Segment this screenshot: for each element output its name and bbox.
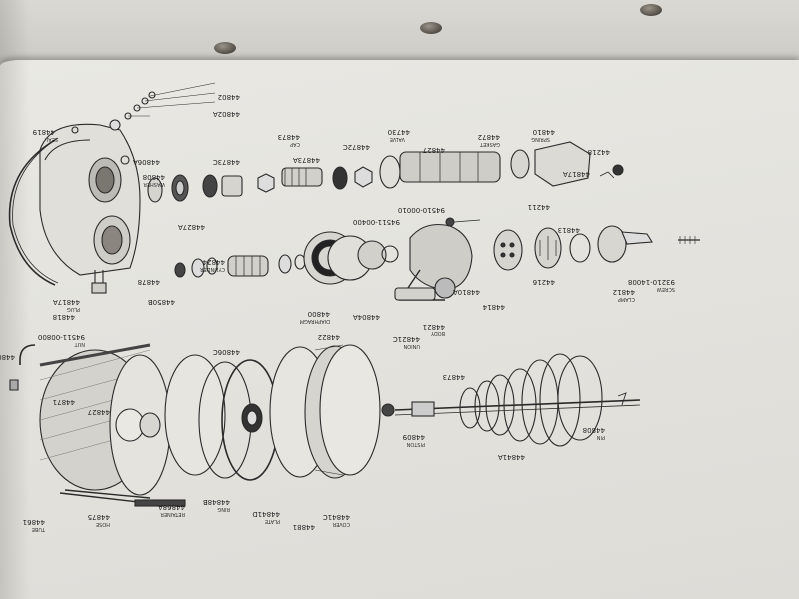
label-44808-right: 44808 [583, 426, 605, 434]
piston-plates-drawing [269, 344, 395, 479]
caption-tube: TUBE [32, 526, 46, 532]
o-ring-inner-line [12, 137, 59, 284]
label-44804A: 44804A [353, 313, 380, 321]
label-44850B: 44850B [148, 298, 175, 306]
caption-cover: COVER [332, 521, 350, 527]
label-44841D: 44841D [252, 510, 280, 518]
label-44817A: 44817A [563, 170, 590, 178]
caption-gasket: GASKET [479, 141, 500, 147]
caption-screw: SCREW [657, 286, 675, 292]
label-44819: 44819 [33, 128, 55, 136]
label-44822: 44822 [318, 333, 340, 341]
caption-body: BODY [430, 330, 445, 336]
label-44848B: 44848B [203, 498, 230, 506]
caption-pin: PIN [597, 434, 605, 440]
label-44817A-left: 44817A [53, 298, 80, 306]
binding-rivet-4 [640, 4, 662, 16]
caption-washer: WASHER [143, 181, 165, 187]
label-44868A: 44868A [158, 503, 185, 511]
label-44873A: 44873A [293, 156, 320, 164]
label-44818: 44818 [53, 313, 75, 321]
label-44827-lower: 44827 [88, 408, 110, 416]
label-44810: 44810 [533, 128, 555, 136]
label-44873-lower: 44873 [443, 373, 465, 381]
label-44813: 44813 [558, 226, 580, 234]
caption-cylinder: CYLINDER [200, 266, 225, 272]
screw-stack-drawing [109, 82, 216, 131]
label-44821C: 44821C [393, 335, 420, 343]
middle-row-parts-drawing [174, 217, 700, 301]
label-44841A: 44841A [498, 453, 525, 461]
caption-ring: RING [217, 506, 230, 512]
label-44872C: 44872C [343, 143, 370, 151]
label-94510-00010: 94510-00010 [398, 206, 445, 214]
page-binding-shadow [0, 0, 30, 599]
label-44872: 44872 [478, 133, 500, 141]
label-44814: 44814 [482, 303, 505, 311]
label-44810A: 44810A [453, 288, 480, 296]
label-44808: 44808 [143, 173, 165, 181]
label-44809: 44809 [403, 433, 425, 441]
label-93210-14008: 93210-14008 [628, 278, 675, 286]
label-44216: 44216 [532, 278, 555, 286]
retainer-rings-drawing [164, 354, 279, 481]
label-44881: 44881 [293, 523, 315, 531]
manual-page [0, 60, 799, 599]
label-44827A: 44827A [178, 223, 205, 231]
label-44878: 44878 [138, 278, 160, 286]
label-44218: 44218 [588, 148, 610, 156]
caption-hose: HOSE [96, 521, 110, 527]
label-44806C: 44806C [213, 348, 240, 356]
label-44211: 44211 [528, 203, 550, 211]
label-44873: 44873 [278, 133, 300, 141]
label-44821: 44821 [423, 323, 445, 331]
cylinder-tube-drawing [9, 343, 186, 507]
label-44800: 44800 [308, 310, 330, 318]
label-layer: 44819 44802 44802A 44806A 44808 44827A 4… [0, 93, 675, 532]
label-44812: 44812 [613, 288, 635, 296]
caption-seal: SEAL [45, 136, 58, 142]
upper-shaft-parts-drawing [147, 141, 624, 203]
label-44806A: 44806A [133, 158, 160, 166]
label-94511-00400: 94511-00400 [353, 218, 400, 226]
label-44875: 44875 [88, 513, 110, 521]
label-44802: 44802 [218, 93, 240, 101]
caption-clamp: CLAMP [618, 296, 635, 302]
label-94511-00800: 94511-00800 [38, 333, 85, 341]
caption-retainer: RETAINER [160, 511, 185, 517]
valve-body-housing-drawing [39, 123, 141, 294]
caption-piston: PISTON [406, 441, 425, 447]
label-44824: 44824 [202, 258, 225, 266]
o-ring-drawing [8, 139, 56, 286]
caption-union: UNION [403, 343, 420, 349]
rod-and-springs-drawing [394, 353, 641, 447]
binding-rivet-3 [420, 22, 442, 34]
label-44871: 44871 [53, 398, 75, 406]
caption-plug: PLUG [67, 306, 80, 312]
label-44730: 44730 [388, 128, 410, 136]
caption-diaphragm: DIAPHRAGM [300, 318, 330, 324]
caption-valve: VALVE [390, 136, 405, 142]
caption-plate: PLATE [265, 518, 280, 524]
label-44827: 44827 [423, 146, 445, 154]
label-44861: 44861 [23, 518, 45, 526]
caption-spring: SPRING [531, 136, 550, 142]
binding-rivet-2 [214, 42, 236, 54]
label-44804: 44804 [0, 353, 15, 361]
caption-cap: CAP [290, 141, 300, 147]
label-44802A: 44802A [213, 110, 240, 118]
label-44841C: 44841C [323, 513, 350, 521]
caption-nut: NUT [74, 341, 85, 347]
label-44873C: 44873C [213, 158, 240, 166]
